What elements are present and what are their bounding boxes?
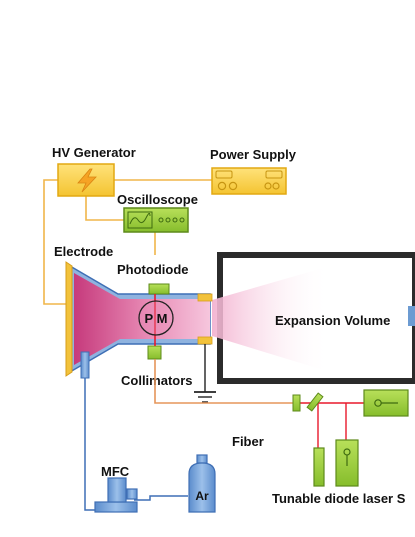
lightning-bolt-icon <box>77 168 97 193</box>
hv-wiring <box>43 179 212 305</box>
photodiode-label: Photodiode <box>117 262 189 277</box>
argon-cylinder: Ar <box>188 454 216 513</box>
plasma-plume <box>212 266 330 372</box>
mfc-label: MFC <box>101 464 130 479</box>
fiber-cable <box>154 359 295 404</box>
electrode-label: Electrode <box>54 244 113 259</box>
mfc <box>94 477 138 513</box>
expansion-volume-label: Expansion Volume <box>275 313 390 328</box>
ar-label: Ar <box>195 489 209 503</box>
oscilloscope-label: Oscilloscope <box>117 192 198 207</box>
collimators-label: Collimators <box>121 373 193 388</box>
hv-generator <box>57 163 115 197</box>
photodiode <box>148 283 170 295</box>
discharge-nozzle <box>65 261 213 379</box>
tunable-laser-label: Tunable diode laser S <box>272 491 406 506</box>
fiber-label: Fiber <box>232 434 264 449</box>
hv-generator-label: HV Generator <box>52 145 136 160</box>
pm-probe: P M <box>138 300 174 336</box>
pm-label: P M <box>145 311 168 326</box>
gas-line <box>84 378 188 511</box>
power-supply-label: Power Supply <box>210 147 297 162</box>
laser-optics <box>292 389 409 487</box>
ground-symbol-icon <box>194 344 216 403</box>
collimator <box>147 345 162 360</box>
power-supply <box>211 167 287 195</box>
oscilloscope <box>123 207 189 233</box>
